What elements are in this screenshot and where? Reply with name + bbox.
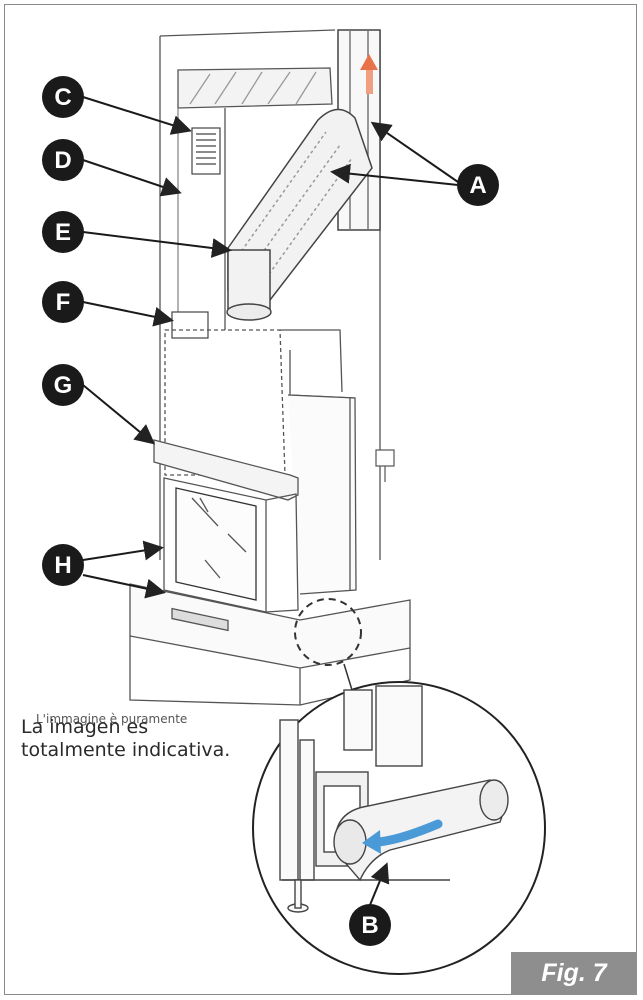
svg-text:C: C: [54, 84, 71, 111]
svg-text:H: H: [54, 552, 71, 579]
svg-text:A: A: [469, 172, 486, 199]
figure-label: Fig. 7: [511, 952, 637, 995]
fireplace-body: [129, 329, 411, 706]
svg-text:D: D: [54, 147, 71, 174]
svg-text:B: B: [361, 912, 378, 939]
svg-text:E: E: [55, 219, 71, 246]
callout-E: E: [42, 211, 84, 253]
up-flow-arrow: [360, 54, 378, 94]
side-switch: [375, 449, 395, 482]
callout-D: D: [42, 139, 84, 181]
detail-inset: [252, 681, 546, 975]
junction-box: [171, 311, 209, 339]
vent-grille: [191, 127, 221, 175]
svg-text:G: G: [54, 372, 73, 399]
note-line-2: totalmente indicativa.: [21, 739, 231, 761]
magnify-circle-small: [294, 598, 362, 666]
callout-H: H: [42, 544, 84, 586]
callout-C: C: [42, 76, 84, 118]
figure-frame: [4, 4, 637, 995]
callout-F: F: [42, 281, 84, 323]
italian-note-text: L'immagine è puramente: [36, 712, 188, 726]
svg-text:F: F: [56, 289, 71, 316]
leader-lines: [82, 96, 459, 906]
callout-B: B: [349, 904, 391, 946]
callout-G: G: [42, 364, 84, 406]
disclaimer-note: La imagen es totalmente indicativa.: [21, 716, 271, 762]
callout-A: A: [457, 164, 499, 206]
note-line-1: La imagen es: [21, 716, 149, 738]
